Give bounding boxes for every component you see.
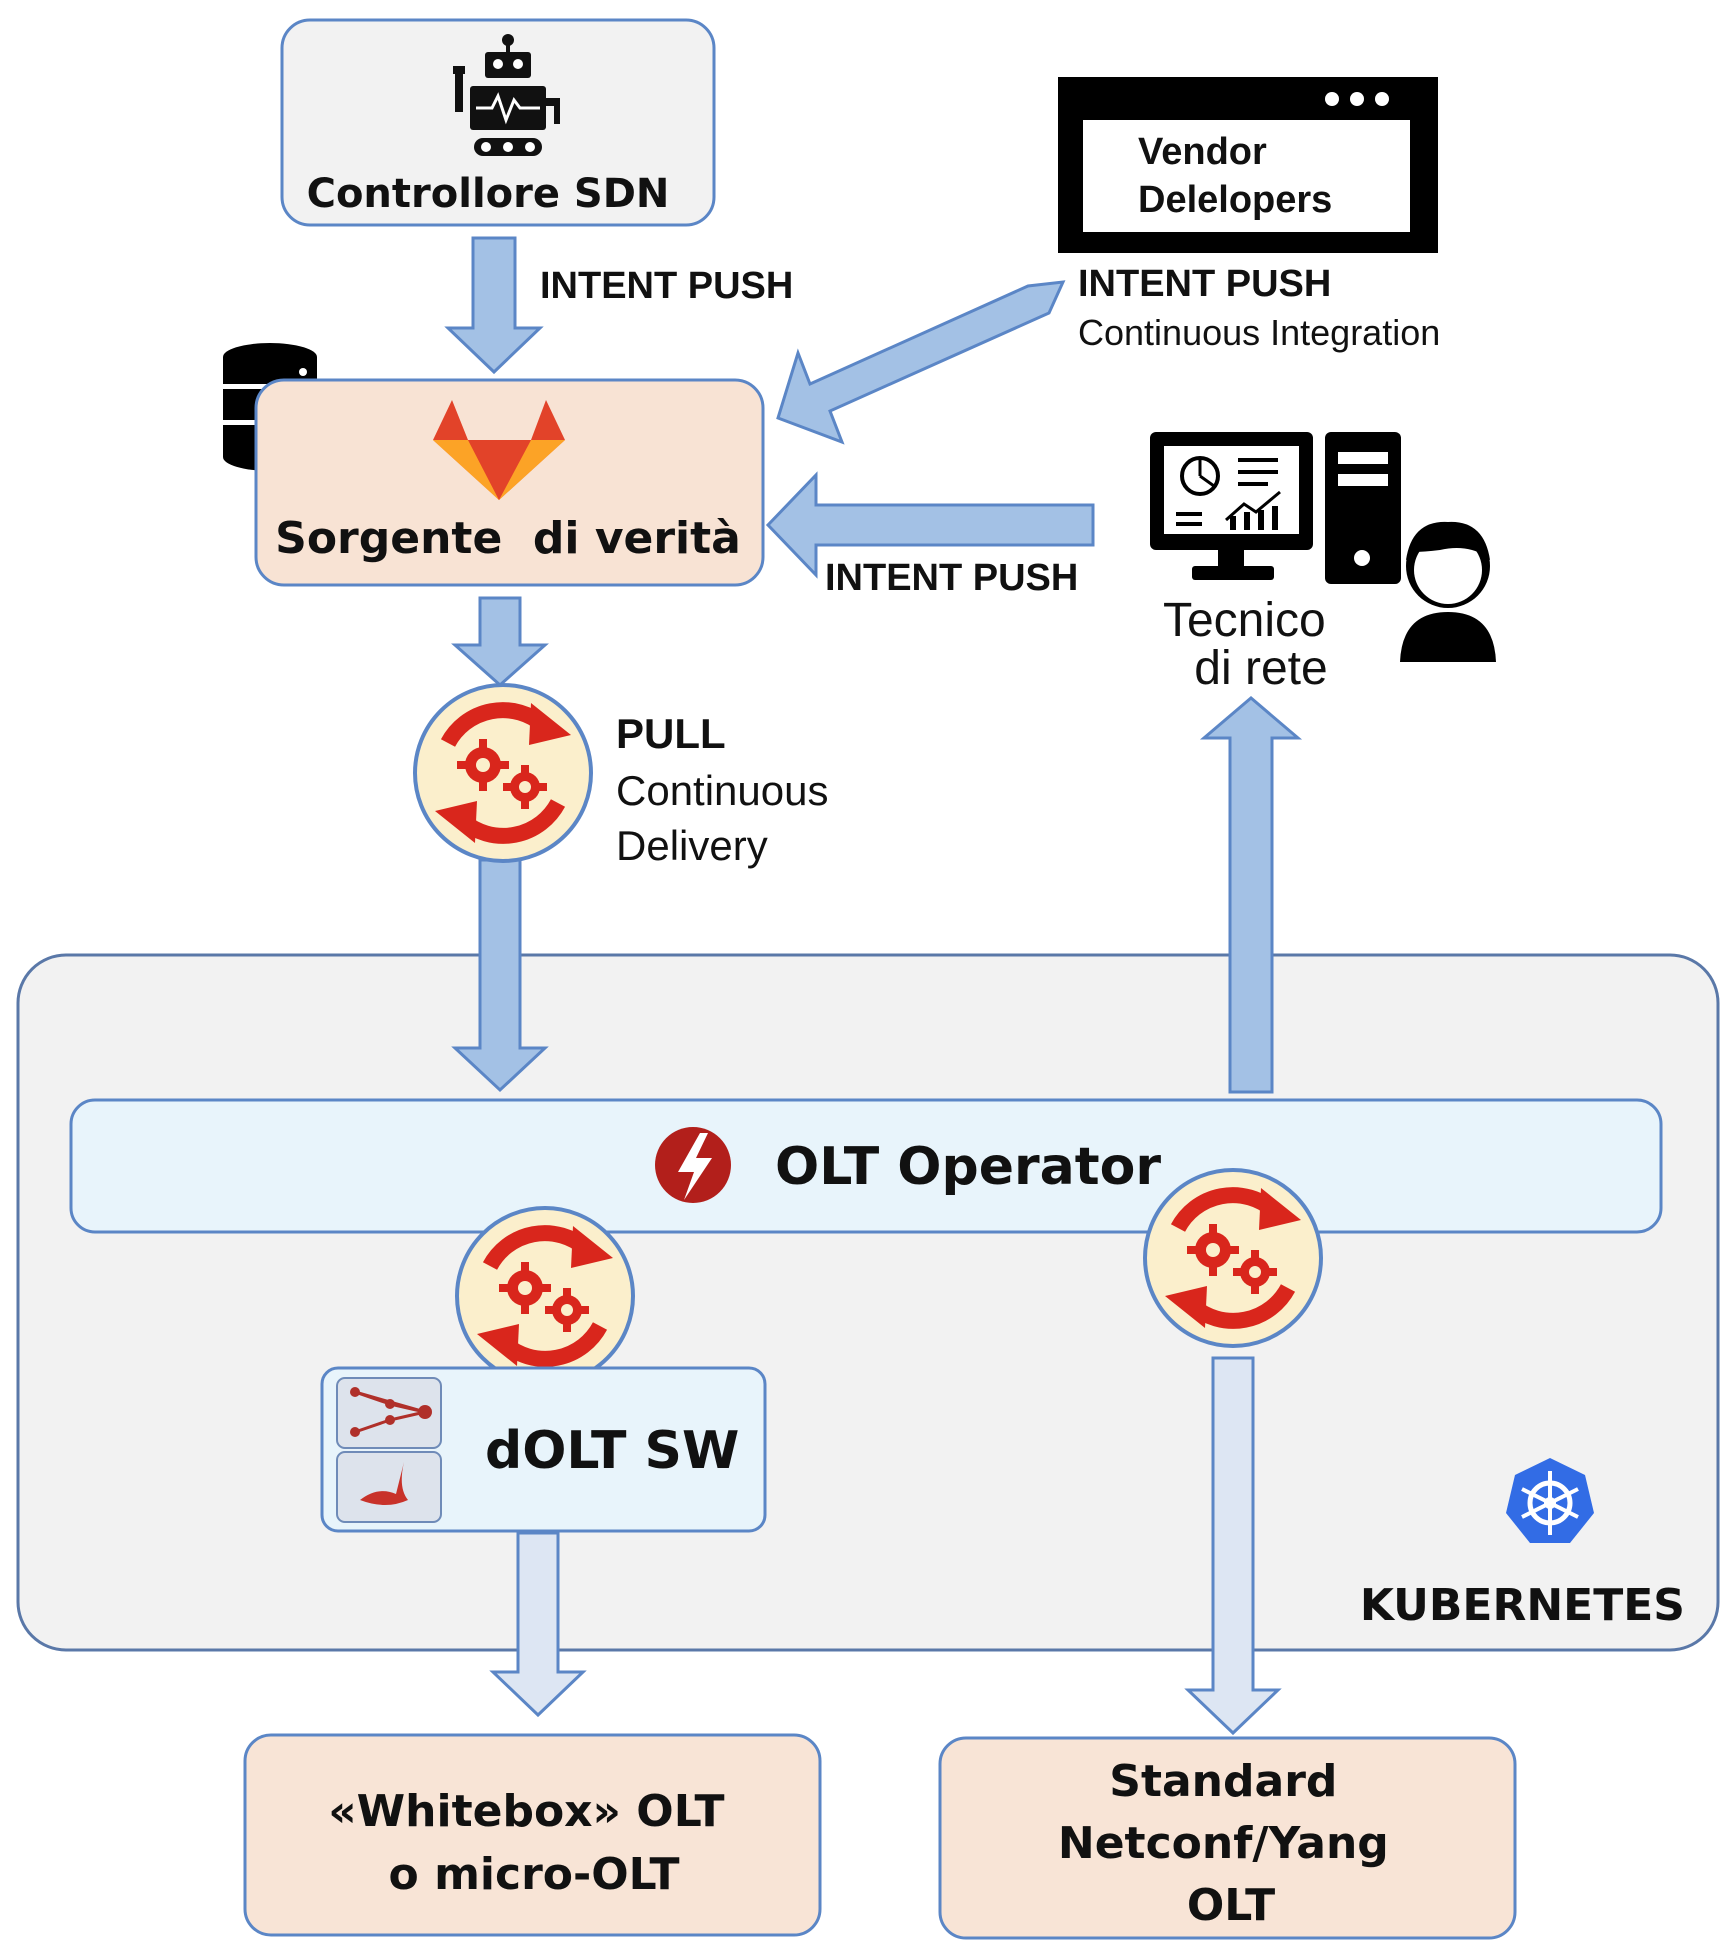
arrow-dolt-to-whitebox [489,1531,587,1718]
standard-olt-box [938,1736,1517,1940]
pull-label: PULL [616,710,726,757]
arrow-tech-to-source [765,471,1095,579]
browser-window-icon [1058,77,1438,253]
arrow-sdn-to-source [444,236,544,375]
vendor-developers-label: Vendor Delelopers [1138,131,1332,221]
whitebox-olt-label: «Whitebox» OLT o micro-OLT [328,1786,740,1900]
robot-icon [453,34,560,156]
arrow-vendor-to-source [776,280,1066,445]
reconcile-icon [1145,1170,1321,1346]
source-of-truth-label: Sorgente di verità [275,513,741,564]
intent-push-vendor-label: INTENT PUSH [1078,263,1331,305]
dolt-sw-label: dOLT SW [485,1421,739,1481]
arrow-source-to-pull [451,596,549,688]
intent-push-tech-label: INTENT PUSH [825,557,1078,599]
arrow-operator-to-tech [1199,696,1303,1094]
reconcile-icon [415,685,591,861]
network-icon [336,1377,442,1449]
bird-icon [336,1451,442,1523]
lightning-icon [655,1127,731,1203]
reconcile-icon [457,1208,633,1384]
kubernetes-icon [1506,1458,1594,1543]
gitlab-icon [433,400,565,500]
user-icon [1400,521,1496,662]
intent-push-sdn-label: INTENT PUSH [540,265,793,307]
sdn-controller-label: Controllore SDN [307,171,670,217]
continuous-integration-label: Continuous Integration [1078,312,1440,353]
kubernetes-label: KUBERNETES [1360,1580,1685,1631]
whitebox-olt-box [243,1733,822,1937]
olt-operator-label: OLT Operator [775,1137,1161,1197]
computer-icon [1150,432,1401,584]
arrow-pull-to-operator [451,858,549,1093]
network-technician-label: Tecnico di rete [1163,594,1339,695]
continuous-delivery-label: Continuous Delivery [616,767,840,869]
standard-olt-label: Standard Netconf/Yang OLT [1058,1756,1404,1931]
kubernetes-cluster-box [16,953,1720,1652]
arrow-reconciler-to-standard [1184,1356,1282,1736]
